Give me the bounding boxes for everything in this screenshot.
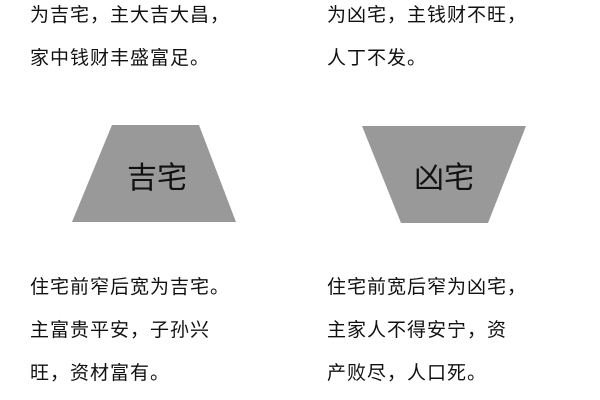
bottom-right-text: 住宅前宽后窄为凶宅， 主家人不得安宁，资 产败尽，人口死。 [327,276,528,384]
bad-house-trapezoid [362,126,526,223]
bad-house-label: 凶宅 [414,161,474,196]
bottom-left-text: 住宅前窄后宽为吉宅。 主富贵平安，子孙兴 旺，资材富有。 [30,276,231,384]
good-house-label: 吉宅 [127,161,187,196]
top-right-text: 为凶宅，主钱财不旺， 人丁不发。 [327,4,528,69]
good-house-trapezoid [72,125,236,222]
top-left-text: 为吉宅，主大吉大昌， 家中钱财丰盛富足。 [30,4,231,69]
